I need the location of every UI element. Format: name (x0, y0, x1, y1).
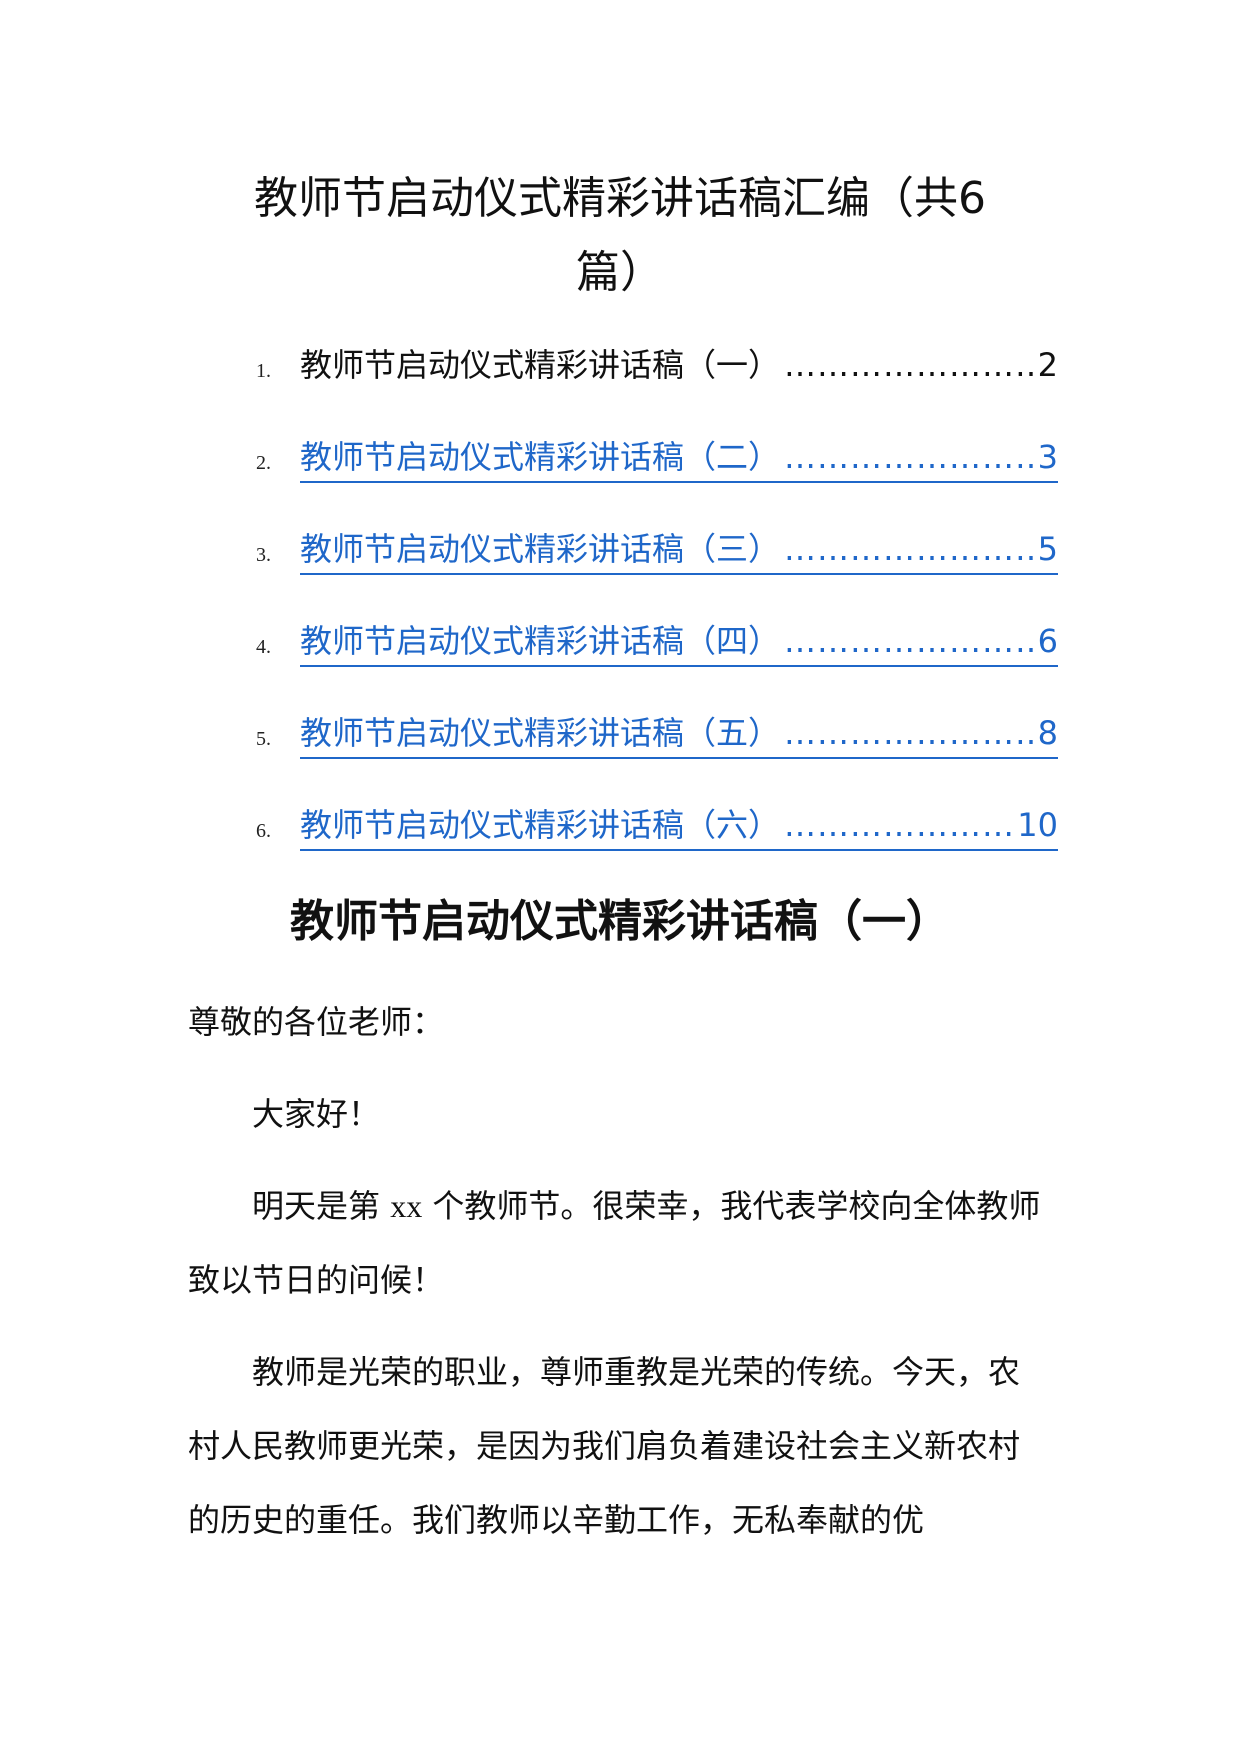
toc-item-number: 6. (256, 820, 271, 842)
paragraph-1-part1: 明天是第 (252, 1187, 381, 1225)
toc-item-number: 3. (256, 544, 271, 566)
toc-link-3[interactable]: 教师节启动仪式精彩讲话稿（三） ………………………………………………………… 5 (300, 524, 1058, 575)
document-title: 教师节启动仪式精彩讲话稿汇编（共6 篇） (150, 162, 1090, 310)
toc-leader-dots: ………………………………………………………… (784, 438, 1038, 476)
toc-item-text: 教师节启动仪式精彩讲话稿（六） (300, 806, 781, 844)
toc-item-page: 8 (1037, 714, 1058, 752)
toc-link-6[interactable]: 教师节启动仪式精彩讲话稿（六） ………………………………………………………… 1… (300, 800, 1058, 851)
toc-link-1[interactable]: 教师节启动仪式精彩讲话稿（一） ………………………………………………………… 2 (300, 340, 1058, 390)
speech-body: 尊敬的各位老师： 大家好！ 明天是第 xx 个教师节。很荣幸，我代表学校向全体教… (188, 985, 1048, 1575)
toc-item-text: 教师节启动仪式精彩讲话稿（四） (300, 622, 781, 660)
toc-leader-dots: ………………………………………………………… (784, 714, 1038, 752)
toc-item: 4. 教师节启动仪式精彩讲话稿（四） ………………………………………………………… (0, 616, 1240, 676)
toc-item: 1. 教师节启动仪式精彩讲话稿（一） ………………………………………………………… (0, 340, 1240, 400)
paragraph-2: 教师是光荣的职业，尊师重教是光荣的传统。今天，农村人民教师更光荣，是因为我们肩负… (188, 1353, 1021, 1539)
toc-item: 3. 教师节启动仪式精彩讲话稿（三） ………………………………………………………… (0, 524, 1240, 584)
toc-item-text: 教师节启动仪式精彩讲话稿（一） (300, 346, 781, 384)
toc-item-number: 2. (256, 452, 271, 474)
toc-leader-dots: ………………………………………………………… (784, 346, 1038, 384)
toc-item-page: 6 (1037, 622, 1058, 660)
paragraph-1: 明天是第 xx 个教师节。很荣幸，我代表学校向全体教师致以节日的问候！ (188, 1169, 1048, 1317)
toc-item-page: 2 (1037, 346, 1058, 384)
toc-link-2[interactable]: 教师节启动仪式精彩讲话稿（二） ………………………………………………………… 3 (300, 432, 1058, 483)
toc-item-text: 教师节启动仪式精彩讲话稿（三） (300, 530, 781, 568)
document-title-line1: 教师节启动仪式精彩讲话稿汇编（共6 (254, 173, 986, 224)
toc-item-number: 4. (256, 636, 271, 658)
toc-link-4[interactable]: 教师节启动仪式精彩讲话稿（四） ………………………………………………………… 6 (300, 616, 1058, 667)
greeting: 大家好！ (252, 1095, 381, 1133)
toc-item-page: 5 (1037, 530, 1058, 568)
toc-item-text: 教师节启动仪式精彩讲话稿（五） (300, 714, 781, 752)
paragraph-1-number: xx (390, 1188, 423, 1224)
salutation: 尊敬的各位老师： (188, 1003, 445, 1041)
document-title-line2: 篇） (576, 247, 664, 298)
toc-item: 5. 教师节启动仪式精彩讲话稿（五） ………………………………………………………… (0, 708, 1240, 768)
toc-item-text: 教师节启动仪式精彩讲话稿（二） (300, 438, 781, 476)
toc-item-number: 5. (256, 728, 271, 750)
toc-item-page: 3 (1037, 438, 1058, 476)
toc-item: 6. 教师节启动仪式精彩讲话稿（六） ………………………………………………………… (0, 800, 1240, 860)
toc-leader-dots: ………………………………………………………… (784, 530, 1038, 568)
toc-item: 2. 教师节启动仪式精彩讲话稿（二） ………………………………………………………… (0, 432, 1240, 492)
toc-leader-dots: ………………………………………………………… (784, 806, 1017, 844)
section-heading: 教师节启动仪式精彩讲话稿（一） (290, 896, 950, 947)
paragraph-1-part2: 个教师节。很荣幸，我代表学校向全体教师致以节日的问候！ (188, 1187, 1041, 1299)
toc-link-5[interactable]: 教师节启动仪式精彩讲话稿（五） ………………………………………………………… 8 (300, 708, 1058, 759)
toc-leader-dots: ………………………………………………………… (784, 622, 1038, 660)
toc-item-number: 1. (256, 360, 271, 382)
toc-item-page: 10 (1017, 806, 1058, 844)
